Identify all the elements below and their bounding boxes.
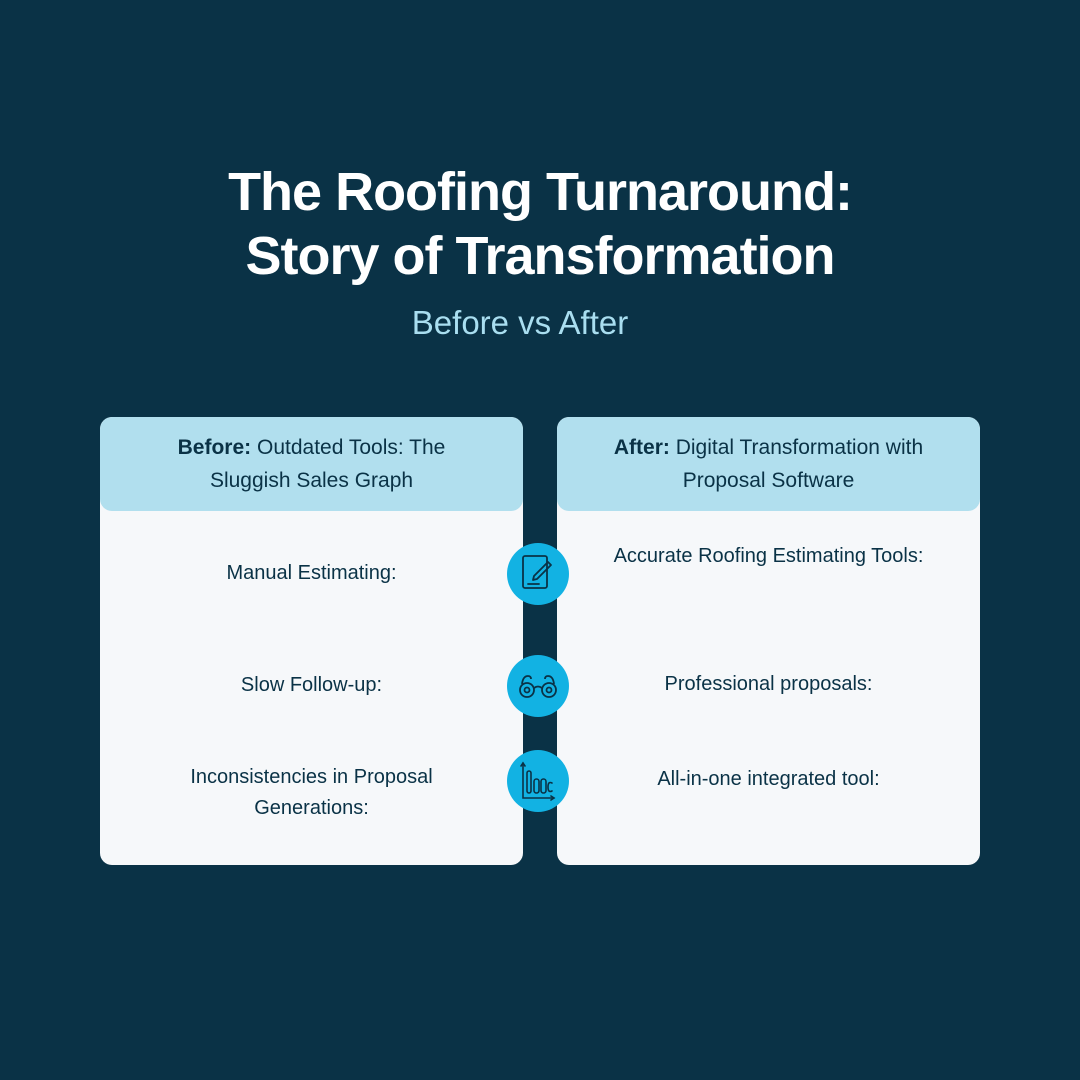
document-edit-icon xyxy=(507,543,569,605)
after-label: After: xyxy=(613,436,670,459)
after-card: After: Digital Transformation with Propo… xyxy=(557,417,980,865)
before-card: Before: Outdated Tools: The Sluggish Sal… xyxy=(100,417,523,865)
bar-chart-icon xyxy=(507,750,569,812)
page-title: The Roofing Turnaround: Story of Transfo… xyxy=(0,160,1080,288)
title-line-2: Story of Transformation xyxy=(245,226,835,286)
before-label: Before: xyxy=(177,436,252,459)
after-item: All-in-one integrated tool: xyxy=(657,768,880,790)
before-item: Slow Follow-up: xyxy=(240,674,383,696)
before-item: Inconsistencies in Proposal Generations: xyxy=(190,766,433,819)
after-heading: Digital Transformation with Proposal Sof… xyxy=(675,436,924,492)
after-header: After: Digital Transformation with Propo… xyxy=(557,417,980,511)
subtitle: Before vs After xyxy=(411,304,629,341)
before-header: Before: Outdated Tools: The Sluggish Sal… xyxy=(100,417,523,511)
before-heading: Outdated Tools: The Sluggish Sales Graph xyxy=(209,436,446,492)
before-item: Manual Estimating: xyxy=(226,562,397,584)
after-item: Professional proposals: xyxy=(664,673,873,695)
binoculars-icon xyxy=(507,655,569,717)
title-line-1: The Roofing Turnaround: xyxy=(228,162,853,222)
after-item: Accurate Roofing Estimating Tools: xyxy=(613,545,924,567)
